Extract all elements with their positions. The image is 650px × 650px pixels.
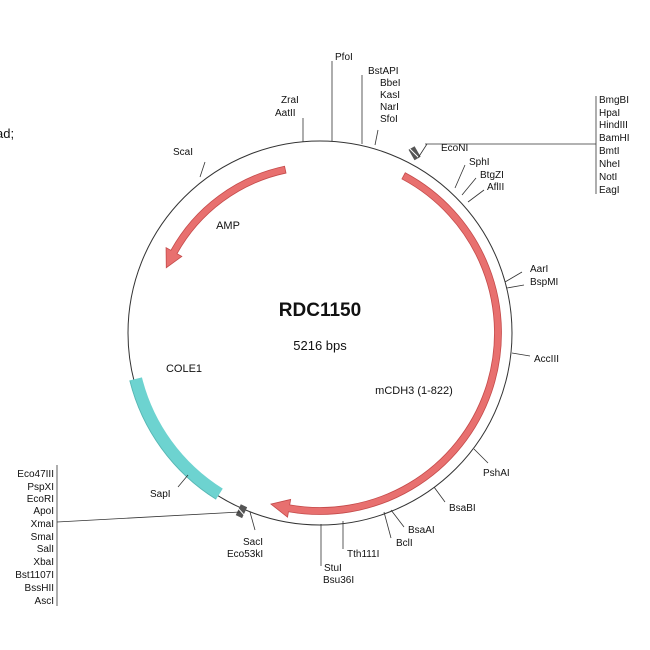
site-label-aflii: AflII — [487, 182, 504, 193]
site-label-ecori: EcoRI — [27, 494, 54, 505]
plasmid-name: RDC1150 — [279, 300, 361, 321]
site-label-bmti: BmtI — [599, 146, 620, 157]
site-label-pshai: PshAI — [483, 468, 510, 479]
mcs-top-marker — [408, 146, 421, 161]
site-label-stui: StuI — [324, 563, 342, 574]
cole1-feature-arc — [129, 377, 223, 500]
site-label-xmai: XmaI — [31, 519, 54, 530]
site-label-sphi: SphI — [469, 157, 490, 168]
site-label-nari: NarI — [380, 102, 399, 113]
clipped-text: ad; — [0, 126, 14, 141]
site-label-bmgbi: BmgBI — [599, 95, 629, 106]
site-label-bsu36i: Bsu36I — [323, 575, 354, 586]
feature-label-amp: AMP — [216, 220, 240, 232]
site-line-pshai — [473, 448, 489, 464]
site-label-tth111i: Tth111I — [347, 549, 379, 560]
site-line-sapi — [177, 474, 189, 488]
cole1-feature-outline — [129, 380, 217, 500]
site-label-aatii: AatII — [275, 108, 296, 119]
site-label-asci: AscI — [35, 596, 54, 607]
site-label-pspxi: PspXI — [27, 482, 54, 493]
site-label-xbai: XbaI — [33, 557, 54, 568]
site-label-hpai: HpaI — [599, 108, 620, 119]
site-line-aflii — [467, 189, 485, 203]
site-label-pfoi: PfoI — [335, 52, 353, 63]
site-label-smai: SmaI — [31, 532, 54, 543]
amp-feature-arrow — [165, 165, 287, 269]
site-line-econi — [417, 143, 428, 159]
mcs-bottom-marker — [235, 504, 248, 519]
site-label-bst1107i: Bst1107I — [15, 570, 54, 581]
site-label-sali: SalI — [37, 544, 54, 555]
site-label-bspmi: BspMI — [530, 277, 558, 288]
plasmid-backbone — [127, 140, 513, 526]
mcdh3-feature-arrow — [270, 172, 502, 518]
site-label-bsabi: BsaBI — [449, 503, 476, 514]
site-label-aari: AarI — [530, 264, 548, 275]
site-line-bsabi — [433, 486, 446, 503]
site-label-hindiii: HindIII — [599, 120, 628, 131]
site-label-scai: ScaI — [173, 147, 193, 158]
site-label-sfoi: SfoI — [380, 114, 398, 125]
site-label-bsaai: BsaAI — [408, 525, 435, 536]
site-label-eagi: EagI — [599, 185, 620, 196]
site-line-acciii — [511, 352, 531, 357]
site-label-bsshii: BssHII — [25, 583, 54, 594]
feature-label-mcdh3: mCDH3 (1-822) — [375, 385, 453, 397]
site-label-apoi: ApoI — [33, 506, 54, 517]
site-label-kasi: KasI — [380, 90, 400, 101]
site-line-scai — [199, 161, 206, 178]
site-label-bamhi: BamHI — [599, 133, 630, 144]
site-line-bsaai — [390, 509, 405, 528]
site-label-nhei: NheI — [599, 159, 620, 170]
mcs-bottom-labels: Eco47III PspXI EcoRI ApoI XmaI SmaI SalI… — [15, 469, 54, 607]
site-label-sapi: SapI — [150, 489, 171, 500]
site-label-acciii: AccIII — [534, 354, 559, 365]
site-line-saci — [249, 511, 256, 531]
mcs-bottom-leader — [56, 511, 241, 523]
site-label-bbei: BbeI — [380, 78, 401, 89]
plasmid-size: 5216 bps — [293, 338, 347, 353]
site-label-zrai: ZraI — [281, 95, 299, 106]
site-label-saci: SacI — [243, 537, 263, 548]
site-label-eco47iii: Eco47III — [17, 469, 54, 480]
site-line-btgzi — [461, 177, 477, 196]
site-label-btgzi: BtgZI — [480, 170, 504, 181]
site-tick-bstapi-group — [374, 129, 379, 146]
site-label-noti: NotI — [599, 172, 617, 183]
site-line-aari — [504, 271, 523, 283]
site-label-bcli: BclI — [396, 538, 413, 549]
site-label-eco53ki: Eco53kI — [227, 549, 263, 560]
site-line-bcli — [383, 511, 392, 539]
feature-label-cole1: COLE1 — [166, 363, 202, 375]
site-label-bstapi: BstAPI — [368, 66, 399, 77]
site-label-econi: EcoNI — [441, 143, 468, 154]
site-line-sphi — [454, 164, 466, 189]
site-line-bspmi — [506, 284, 525, 289]
